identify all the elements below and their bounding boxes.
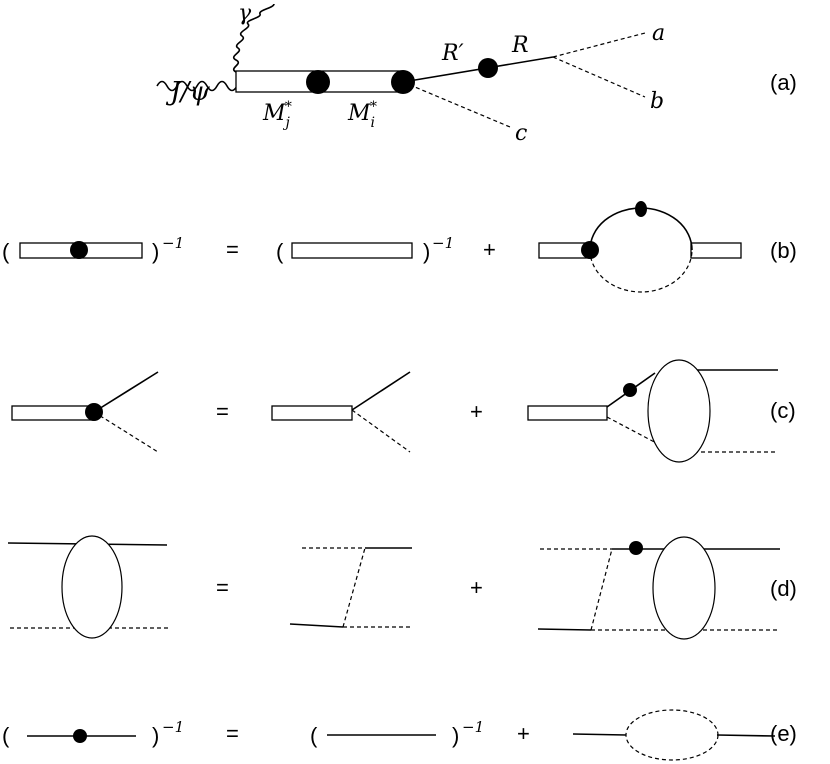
equals-sign: = bbox=[226, 237, 239, 262]
vertex-dot bbox=[581, 241, 599, 259]
solid-line bbox=[93, 371, 159, 413]
plus-sign: + bbox=[470, 399, 483, 424]
t-matrix-blob bbox=[647, 359, 711, 463]
final-state-line bbox=[552, 32, 646, 58]
exchange-line bbox=[342, 547, 366, 628]
bare-propagator-box bbox=[291, 242, 413, 259]
vertex-dot bbox=[70, 241, 88, 259]
propagator-box bbox=[690, 242, 742, 259]
solid-line bbox=[572, 733, 627, 736]
panel-e: ( ) −1 = ( ) −1 + (e) bbox=[2, 709, 797, 761]
panel-e-label: (e) bbox=[770, 721, 797, 746]
dashed-line bbox=[351, 409, 411, 453]
panel-c-label: (c) bbox=[770, 398, 796, 423]
rprime-label: R′ bbox=[441, 41, 464, 66]
vertex-dot bbox=[73, 729, 87, 743]
panel-d: = + (d) bbox=[7, 535, 797, 640]
t-matrix-blob bbox=[652, 536, 716, 640]
mi-label: Mi* bbox=[347, 99, 377, 131]
equals-sign: = bbox=[216, 399, 229, 424]
panel-c: = + (c) bbox=[11, 359, 796, 463]
c-label: c bbox=[515, 121, 527, 146]
exponent: −1 bbox=[162, 718, 184, 736]
gamma-photon-line bbox=[232, 3, 275, 73]
paren: ) bbox=[452, 723, 459, 748]
resonance-line bbox=[402, 56, 554, 83]
vertex-dot bbox=[85, 403, 103, 421]
vertex-dot bbox=[629, 541, 643, 555]
solid-line bbox=[289, 623, 344, 628]
r-label: R bbox=[511, 33, 529, 58]
mj-label: Mj* bbox=[262, 99, 292, 131]
solid-line bbox=[716, 734, 776, 737]
dashed-line bbox=[606, 416, 661, 446]
exchange-line bbox=[590, 548, 613, 631]
exponent: −1 bbox=[462, 718, 484, 736]
dashed-line bbox=[93, 411, 159, 453]
vertex-dot bbox=[623, 383, 637, 397]
paren: ) bbox=[152, 723, 159, 748]
plus-sign: + bbox=[517, 721, 530, 746]
panel-a: J/ψ γ Mj* Mi* R′ R a b c (a) bbox=[156, 1, 797, 146]
panel-b: ( ) −1 = ( ) −1 + (b) bbox=[2, 201, 797, 293]
panel-d-label: (d) bbox=[770, 576, 797, 601]
plus-sign: + bbox=[483, 237, 496, 262]
equals-sign: = bbox=[226, 721, 239, 746]
jpsi-photon-line bbox=[156, 80, 246, 92]
paren: ( bbox=[310, 723, 318, 748]
vertex-dot bbox=[306, 70, 330, 94]
gamma-label: γ bbox=[238, 1, 252, 26]
final-state-line bbox=[552, 56, 646, 98]
propagator-box bbox=[11, 405, 95, 421]
panel-b-label: (b) bbox=[770, 238, 797, 263]
exponent: −1 bbox=[432, 234, 454, 252]
equals-sign: = bbox=[216, 575, 229, 600]
paren: ( bbox=[276, 239, 284, 264]
propagator-box bbox=[271, 405, 353, 421]
a-label: a bbox=[652, 21, 665, 46]
paren: ) bbox=[152, 239, 159, 264]
propagator-box bbox=[527, 405, 608, 421]
panel-a-label: (a) bbox=[770, 70, 797, 95]
paren: ( bbox=[2, 723, 10, 748]
vertex-dot bbox=[635, 201, 647, 217]
paren: ) bbox=[423, 239, 430, 264]
plus-sign: + bbox=[470, 575, 483, 600]
solid-line bbox=[537, 628, 592, 631]
paren: ( bbox=[2, 239, 10, 264]
loop-dashed bbox=[625, 709, 719, 761]
b-label: b bbox=[650, 89, 664, 114]
loop-lower-line bbox=[589, 249, 693, 293]
final-state-line bbox=[402, 81, 511, 128]
solid-line bbox=[351, 371, 411, 411]
vertex-dot bbox=[478, 58, 498, 78]
exponent: −1 bbox=[162, 234, 184, 252]
t-matrix-blob bbox=[61, 535, 123, 639]
